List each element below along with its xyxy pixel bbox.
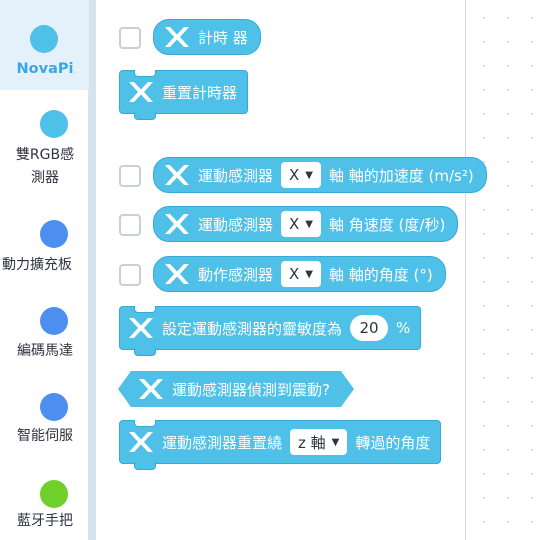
- angle-checkbox[interactable]: [119, 264, 141, 286]
- axis-dropdown[interactable]: z 軸 ▼: [290, 429, 348, 455]
- dropdown-value: X: [289, 166, 300, 184]
- triangle-down-icon: ▼: [305, 218, 313, 230]
- workspace-divider: [465, 0, 466, 540]
- category-dot-icon: [40, 110, 68, 138]
- script-workspace[interactable]: [466, 0, 554, 540]
- shake-detected-boolean-block[interactable]: 運動感測器偵測到震動?: [118, 371, 354, 407]
- reset-timer-block[interactable]: 重置計時器: [119, 70, 249, 120]
- category-bluetooth-gamepad[interactable]: 藍牙手把: [0, 470, 89, 540]
- block-text: 計時 器: [198, 28, 248, 47]
- angle-reporter-block[interactable]: 動作感測器 X▼ 軸 軸的角度 (°): [153, 256, 446, 292]
- makeblock-logo-icon: [138, 378, 164, 400]
- acceleration-reporter-block[interactable]: 運動感測器 X▼ 軸 軸的加速度 (m/s²): [153, 157, 487, 193]
- dropdown-value: X: [289, 215, 300, 233]
- category-novapi[interactable]: NovaPi: [0, 0, 89, 90]
- category-dot-icon: [40, 393, 68, 421]
- category-label: 編碼馬達: [17, 343, 73, 359]
- category-label-line2: 測器: [31, 170, 59, 186]
- block-text: 軸 軸的角度 (°): [329, 265, 433, 284]
- makeblock-logo-icon: [164, 213, 190, 235]
- block-text: 軸 軸的加速度 (m/s²): [329, 166, 474, 185]
- category-dual-rgb[interactable]: 雙RGB感 測器: [0, 96, 89, 192]
- set-sensitivity-block[interactable]: 設定運動感測器的靈敏度為 20 %: [119, 306, 422, 356]
- block-text: 運動感測器: [198, 166, 274, 185]
- sensitivity-input[interactable]: 20: [350, 315, 389, 341]
- block-text: 軸 角速度 (度/秒): [329, 215, 446, 234]
- category-dot-icon: [30, 25, 58, 53]
- category-dot-icon: [40, 220, 68, 248]
- angular-speed-reporter-block[interactable]: 運動感測器 X▼ 軸 角速度 (度/秒): [153, 206, 459, 242]
- timer-checkbox[interactable]: [119, 27, 141, 49]
- flyout-scrollbar-track: [89, 0, 96, 540]
- makeblock-logo-icon: [128, 431, 154, 453]
- reset-axis-angle-block[interactable]: 運動感測器重置繞 z 軸 ▼ 轉過的角度: [119, 420, 442, 470]
- triangle-down-icon: ▼: [331, 436, 340, 448]
- category-label: 動力擴充板: [2, 257, 72, 273]
- block-text: %: [396, 319, 411, 337]
- category-smart-servo[interactable]: 智能伺服: [0, 383, 89, 455]
- angular-speed-checkbox[interactable]: [119, 214, 141, 236]
- category-dot-icon: [40, 307, 68, 335]
- makeblock-logo-icon: [164, 26, 190, 48]
- block-text: 動作感測器: [198, 265, 274, 284]
- axis-dropdown[interactable]: X▼: [281, 162, 321, 188]
- block-text: 設定運動感測器的靈敏度為: [162, 319, 343, 338]
- block-text: 運動感測器重置繞: [162, 433, 283, 452]
- axis-dropdown[interactable]: X▼: [281, 211, 321, 237]
- triangle-down-icon: ▼: [305, 169, 313, 181]
- block-text: 運動感測器: [198, 215, 274, 234]
- dropdown-value: z 軸: [298, 433, 326, 452]
- category-label: NovaPi: [16, 61, 74, 77]
- category-label: 雙RGB感: [15, 147, 75, 163]
- category-dot-icon: [40, 480, 68, 508]
- category-power-expansion[interactable]: 動力擴充板: [0, 210, 89, 294]
- axis-dropdown[interactable]: X▼: [281, 261, 321, 287]
- block-text: 運動感測器偵測到震動?: [172, 380, 330, 399]
- category-label: 藍牙手把: [17, 513, 73, 529]
- makeblock-logo-icon: [164, 164, 190, 186]
- block-text: 轉過的角度: [355, 433, 431, 452]
- dropdown-value: X: [289, 265, 300, 283]
- triangle-down-icon: ▼: [305, 268, 313, 280]
- category-encoder-motor[interactable]: 編碼馬達: [0, 297, 89, 369]
- category-label: 智能伺服: [17, 428, 73, 444]
- makeblock-logo-icon: [164, 263, 190, 285]
- category-sidebar: NovaPi 雙RGB感 測器 動力擴充板 編碼馬達 智能伺服 藍牙手把: [0, 0, 89, 540]
- makeblock-logo-icon: [128, 317, 154, 339]
- acceleration-checkbox[interactable]: [119, 165, 141, 187]
- block-text: 重置計時器: [162, 83, 238, 102]
- makeblock-logo-icon: [128, 81, 154, 103]
- timer-reporter-block[interactable]: 計時 器: [153, 19, 261, 55]
